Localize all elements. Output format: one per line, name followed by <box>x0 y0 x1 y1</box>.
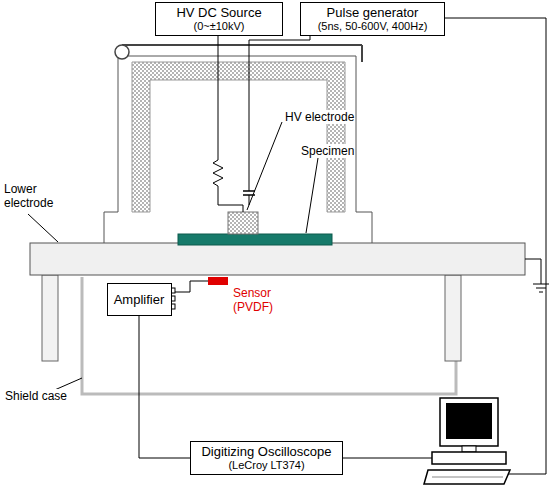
sensor-lead <box>171 281 208 292</box>
part-label: Specimen <box>300 144 355 158</box>
leader-line <box>28 214 58 242</box>
source-box: HV DC Source(0~±10kV) <box>155 2 283 36</box>
hv-electrode <box>228 212 258 234</box>
box-title: HV DC Source <box>176 5 261 20</box>
lower-electrode-plate <box>30 243 525 275</box>
box-title: Pulse generator <box>327 5 419 20</box>
support-leg <box>445 275 461 361</box>
ground-symbol <box>536 288 546 289</box>
lid-bar <box>122 44 362 46</box>
part-label: Shield case <box>4 389 68 403</box>
amplifier-box: Amplifier <box>107 283 172 316</box>
box-detail: (5ns, 50-600V, 400Hz) <box>318 20 428 33</box>
box-title: Digitizing Oscilloscope <box>201 444 331 459</box>
specimen <box>178 234 332 245</box>
ground-symbol <box>539 292 543 293</box>
lid-bar <box>361 45 363 62</box>
ground-symbol <box>533 284 549 285</box>
box-title: Amplifier <box>114 292 165 307</box>
ground-wire <box>525 259 541 284</box>
computer-wire <box>343 458 432 459</box>
signal-cable <box>139 316 190 458</box>
hv-wire-resistor <box>213 35 243 212</box>
part-label: Sensor (PVDF) <box>232 286 286 314</box>
hinge-pulley <box>115 45 129 59</box>
leader-line <box>247 122 282 210</box>
shield-case <box>82 277 456 394</box>
capacitor-symbol <box>243 190 255 192</box>
instrument-box: Digitizing Oscilloscope(LeCroy LT374) <box>190 441 343 475</box>
source-box: Pulse generator(5ns, 50-600V, 400Hz) <box>300 2 445 36</box>
part-label: HV electrode <box>284 110 355 124</box>
leader-line <box>306 158 318 233</box>
chamber-housing <box>104 56 372 243</box>
box-detail: (LeCroy LT374) <box>228 459 304 472</box>
computer-icon <box>424 398 510 484</box>
pvdf-sensor <box>208 277 228 285</box>
box-detail: (0~±10kV) <box>194 20 245 33</box>
part-label: Lower electrode <box>3 182 67 210</box>
support-leg <box>42 275 58 361</box>
